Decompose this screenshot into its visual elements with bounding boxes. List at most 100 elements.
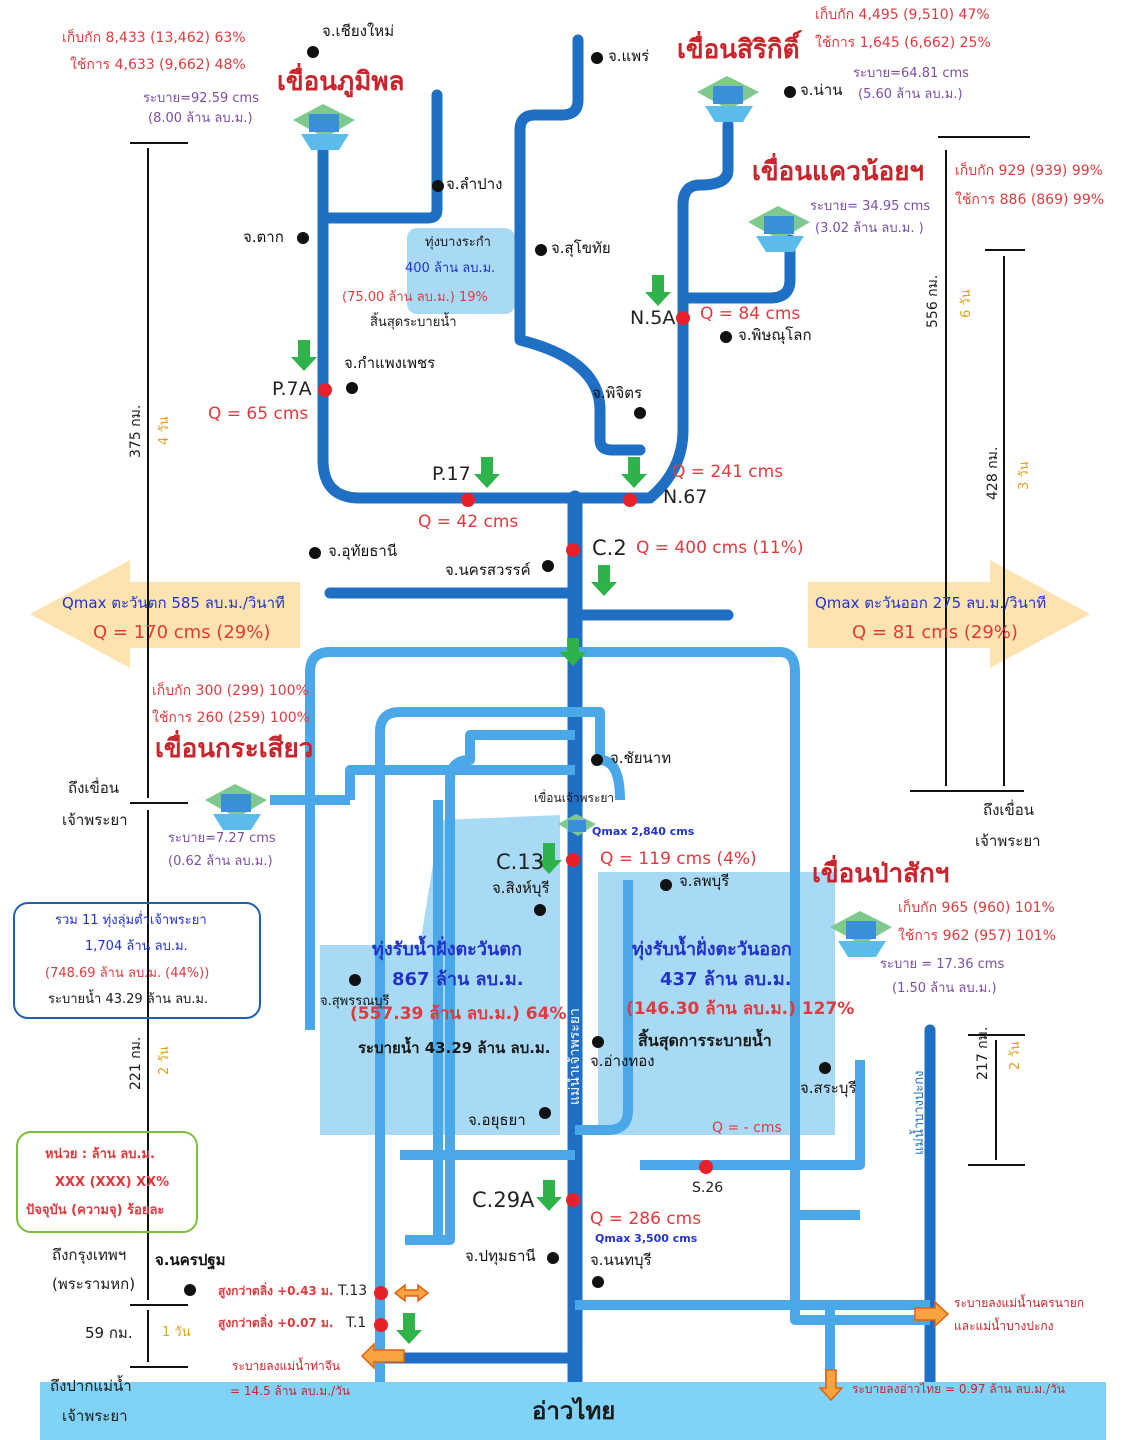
province-nan: จ.น่าน	[800, 81, 843, 99]
wang-river	[317, 89, 443, 224]
station-n67-name: N.67	[663, 486, 708, 508]
summary-box	[13, 902, 261, 1019]
krasiao-dam-name: เขื่อนกระเสียว	[155, 734, 314, 764]
province-uthaithani: จ.อุทัยธานี	[328, 542, 398, 560]
khwaenoi-release: ระบาย= 34.95 cms	[810, 199, 931, 214]
station-t1-name: T.1	[346, 1315, 367, 1331]
station-dot-n67	[623, 493, 637, 507]
dam-icon-sirikit	[697, 76, 759, 122]
pasak-release-mcm: (1.50 ล้าน ลบ.ม.)	[892, 981, 997, 996]
east-release-2: และแม่น้ำบางปะกง	[954, 1319, 1054, 1333]
flow-arrow-n5a	[645, 275, 671, 306]
krasiao-usable: ใช้การ 260 (259) 100%	[152, 710, 310, 726]
bangrakam-capacity: 400 ล้าน ลบ.ม.	[405, 261, 496, 276]
legend-line2: XXX (XXX) XX%	[55, 1175, 170, 1190]
summary-line1: รวม 11 ทุ่งลุ่มต่ำเจ้าพระยา	[55, 913, 207, 928]
east-field-current: (146.30 ล้าน ลบ.ม.) 127%	[626, 999, 855, 1019]
east-fan-title: Qmax ตะวันออก 275 ลบ.ม./วินาที	[815, 594, 1047, 612]
krasiao-storage: เก็บกัก 300 (299) 100%	[152, 683, 309, 699]
ping-river	[317, 144, 581, 504]
thachin-release-label: ระบายลงแม่น้ำท่าจีน	[232, 1359, 340, 1373]
east-canal-outer	[575, 647, 930, 1325]
west-canal-4	[345, 765, 575, 800]
station-dot-t1	[374, 1318, 388, 1332]
to-dam-left-2: เจ้าพระยา	[62, 811, 128, 829]
province-angthong: จ.อ่างทอง	[590, 1052, 655, 1070]
province-dot-lampang	[432, 180, 444, 192]
province-suphanburi: จ.สุพรรณบุรี	[320, 994, 390, 1009]
west-flow-fan	[30, 560, 300, 668]
province-kamphaengphet: จ.กำแพงเพชร	[344, 354, 436, 372]
flow-arrow-t1	[396, 1313, 422, 1344]
distance-right-217-days: 2 วัน	[1008, 1041, 1023, 1070]
province-phichit: จ.พิจิตร	[592, 384, 643, 402]
province-saraburi: จ.สระบุรี	[800, 1079, 857, 1097]
to-dam-right-2: เจ้าพระยา	[975, 832, 1041, 850]
bangrakam-title: ทุ่งบางระกำ	[425, 235, 491, 250]
province-phrae: จ.แพร่	[608, 47, 650, 65]
province-dot-pathumthani	[547, 1252, 559, 1264]
province-dot-chainat	[591, 754, 603, 766]
province-nakhonpathom: จ.นครปฐม	[155, 1251, 226, 1269]
province-dot-sukhothai	[535, 244, 547, 256]
khwaenoi-dam-name: เขื่อนแควน้อยฯ	[752, 157, 925, 187]
distance-right-556-days: 6 วัน	[959, 289, 974, 318]
distance-left-221: 221 กม.	[128, 1036, 144, 1090]
nan-river	[569, 119, 734, 504]
release-arrow-t13	[393, 1283, 430, 1303]
sirikit-release: ระบาย=64.81 cms	[853, 66, 969, 81]
sirikit-usable: ใช้การ 1,645 (6,662) 25%	[815, 35, 991, 51]
to-mouth-2: เจ้าพระยา	[62, 1407, 128, 1425]
east-field-capacity: 437 ล้าน ลบ.ม.	[660, 969, 792, 990]
east-canal-s26	[640, 1060, 865, 1170]
dam-icon-krasiao	[205, 784, 267, 830]
legend-box	[16, 1131, 198, 1233]
release-arrow-east	[914, 1300, 950, 1328]
west-field-current: (557.39 ล้าน ลบ.ม.) 64%	[350, 1004, 567, 1024]
province-dot-chiangmai	[307, 46, 319, 58]
east-field-title: ทุ่งรับน้ำฝั่งตะวันออก	[632, 939, 792, 960]
west-canal-1	[305, 647, 575, 1030]
province-lopburi: จ.ลพบุรี	[679, 872, 730, 890]
station-p17-q: Q = 42 cms	[418, 512, 519, 532]
khwaenoi-release-mcm: (3.02 ล้าน ลบ.ม. )	[815, 221, 924, 236]
to-mouth-1: ถึงปากแม่น้ำ	[50, 1377, 132, 1395]
summary-line2: 1,704 ล้าน ลบ.ม.	[85, 939, 188, 954]
station-p7a-q: Q = 65 cms	[208, 404, 309, 424]
bangpakong-river-label: แม่น้ำบางปะกง	[912, 1070, 927, 1156]
west-field-capacity: 867 ล้าน ลบ.ม.	[392, 969, 524, 990]
dam-icon-bhumibol	[293, 104, 355, 150]
chaophraya-river-label: แม่น้ำเจ้าพระยา	[567, 1008, 583, 1105]
station-c2-name: C.2	[592, 536, 627, 560]
chaophraya-dam-label: เขื่อนเจ้าพระยา	[534, 791, 615, 805]
station-dot-p7a	[318, 383, 332, 397]
flow-arrow-p17	[474, 457, 500, 488]
station-t1-note: สูงกว่าตลิ่ง +0.07 ม.	[218, 1316, 334, 1330]
dam-icon-khwaenoi	[748, 206, 810, 252]
west-canal-2	[375, 707, 575, 1382]
west-canal-5	[405, 800, 443, 1245]
station-c2-q: Q = 400 cms (11%)	[636, 538, 804, 558]
bhumibol-storage: เก็บกัก 8,433 (13,462) 63%	[62, 30, 246, 46]
legend-line3: ปัจจุบัน (ความจุ) ร้อยละ	[26, 1203, 165, 1218]
gulf-label: อ่าวไทย	[532, 1397, 616, 1425]
khwaenoi-river	[677, 234, 796, 304]
sirikit-dam-name: เขื่อนสิริกิติ์	[677, 35, 800, 65]
station-p17-name: P.17	[432, 463, 471, 485]
east-fan-q: Q = 81 cms (29%)	[852, 622, 1018, 643]
station-n67-q: Q = 241 cms	[672, 462, 784, 482]
province-phitsanulok: จ.พิษณุโลก	[738, 326, 812, 344]
gulf-band	[40, 1382, 1106, 1440]
distance-right-428-days: 3 วัน	[1017, 461, 1032, 490]
to-dam-left-1: ถึงเขื่อน	[68, 779, 120, 797]
province-nonthaburi: จ.นนทบุรี	[590, 1251, 652, 1269]
flow-arrow-c2	[591, 565, 617, 596]
station-n5a-q: Q = 84 cms	[700, 304, 801, 324]
dam-icon-chaophraya	[558, 814, 596, 836]
province-dot-ayutthaya	[539, 1107, 551, 1119]
station-dot-n5a	[676, 311, 690, 325]
summary-line4: ระบายน้ำ 43.29 ล้าน ลบ.ม.	[48, 992, 209, 1007]
station-c29a-qmax: Qmax 3,500 cms	[595, 1232, 698, 1245]
station-dot-c2	[566, 543, 580, 557]
